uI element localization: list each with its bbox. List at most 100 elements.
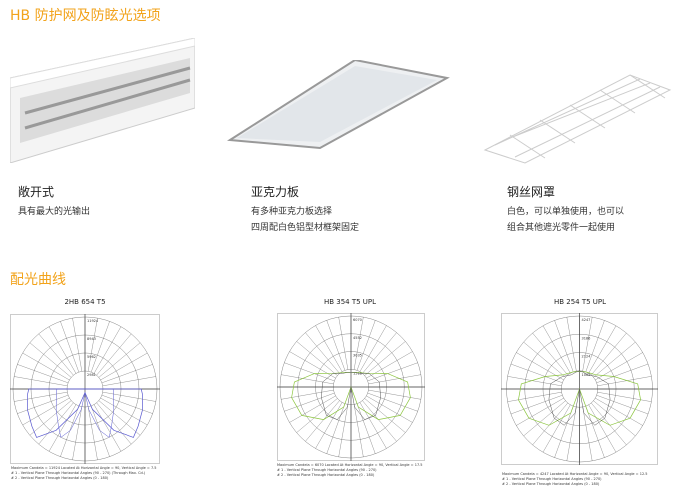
grid-spoke [90, 405, 110, 457]
chart-caption: Maximum Candela = 4247 Located At Horizo… [502, 472, 648, 487]
grid-spoke [367, 392, 418, 412]
grid-spoke [101, 364, 153, 384]
grid-spoke [596, 363, 649, 383]
ring-label: 2124 [582, 355, 592, 359]
grid-spoke [72, 318, 83, 372]
grid-spoke [582, 406, 593, 461]
grid-spoke [102, 376, 156, 387]
grid-spoke [29, 400, 72, 436]
grid-spoke [17, 364, 69, 384]
desc-line: 组合其他遮光零件一起使用 [507, 223, 616, 233]
grid-spoke [326, 320, 346, 371]
grid-spoke [48, 404, 77, 452]
grid-spoke [60, 405, 80, 457]
ring-label: 11924 [87, 319, 99, 323]
product-name-wire: 钢丝网罩 [507, 185, 556, 199]
desc-line: 四周配白色铝型材框架固定 [251, 223, 360, 233]
grid-spoke [353, 317, 364, 370]
grid-spoke [588, 325, 617, 374]
desc-line: 白色，可以单独使用，也可以 [507, 207, 625, 217]
candela-curve-2 [548, 371, 611, 426]
grid-spoke [591, 402, 627, 446]
grid-spoke [60, 321, 80, 373]
desc-line: 有多种亚克力板选择 [251, 207, 333, 217]
grid-spoke [305, 332, 340, 374]
open-fixture-image [10, 38, 195, 163]
grid-spoke [14, 391, 68, 402]
caption-line: # 2 - Vertical Plane Through Horizontal … [502, 482, 600, 486]
grid-spoke [315, 325, 343, 372]
ring-label: 4247 [582, 318, 591, 322]
grid-spoke [362, 332, 397, 374]
grid-spoke [96, 402, 132, 445]
desc-line: 具有最大的光输出 [18, 207, 91, 217]
grid-spoke [362, 400, 397, 442]
grid-spoke [281, 374, 334, 385]
grid-spoke [593, 400, 636, 437]
ring-label: 5962 [87, 355, 96, 359]
chart-title: HB 354 T5 UPL [323, 298, 377, 306]
product-desc-open: 具有最大的光输出 [18, 204, 90, 220]
grid-spoke [102, 391, 156, 402]
grid-spoke [326, 403, 346, 454]
product-desc-acrylic: 有多种亚克力板选择四周配白色铝型材框架固定 [251, 204, 359, 236]
grid-spoke [507, 376, 562, 387]
grid-spoke [100, 352, 148, 381]
wire-guard-image [483, 74, 672, 164]
grid-spoke [596, 395, 649, 415]
candela-curve-2 [321, 372, 381, 420]
chart-caption: Maximum Candela = 11924 Located At Horiz… [11, 466, 157, 481]
grid-spoke [595, 397, 643, 426]
grid-spoke [516, 397, 564, 426]
grid-spoke [510, 363, 563, 383]
grid-spoke [364, 398, 406, 433]
grid-spoke [87, 406, 98, 460]
chart-caption: Maximum Candela = 6070 Located At Horizo… [277, 463, 423, 478]
grid-spoke [368, 389, 421, 400]
product-desc-wire: 白色，可以单独使用，也可以组合其他遮光零件一起使用 [507, 204, 624, 236]
grid-spoke [356, 403, 376, 454]
polar-chart: 4247 3186 2124 1062 [501, 313, 658, 465]
grid-spoke [566, 406, 577, 461]
caption-line: # 1 - Vertical Plane Through Horizontal … [502, 477, 602, 481]
grid-spoke [72, 406, 83, 460]
candela-curve-2 [55, 388, 115, 438]
grid-spoke [315, 402, 343, 449]
grid-spoke [38, 333, 74, 376]
grid-spoke [296, 341, 338, 376]
ring-label: 8943 [87, 337, 96, 341]
grid-spoke [289, 395, 336, 423]
grid-spoke [87, 318, 98, 372]
grid-spoke [48, 326, 77, 374]
grid-spoke [566, 317, 577, 372]
grid-spoke [510, 395, 563, 415]
grid-spoke [29, 342, 72, 378]
grid-spoke [359, 402, 387, 449]
grid-spoke [14, 376, 68, 387]
grid-spoke [582, 317, 593, 372]
grid-spoke [101, 394, 153, 414]
caption-line: Maximum Candela = 11924 Located At Horiz… [11, 466, 157, 470]
grid-spoke [585, 406, 605, 458]
grid-spoke [281, 389, 334, 400]
grid-spoke [22, 352, 70, 381]
grid-spoke [338, 317, 349, 370]
grid-spoke [93, 404, 122, 452]
grid-spoke [542, 404, 571, 453]
grid-spoke [366, 395, 413, 423]
ring-label: 6070 [353, 318, 362, 322]
ring-label: 3035 [353, 354, 362, 358]
section-heading-light-curves: 配光曲线 [10, 272, 66, 288]
grid-spoke [359, 325, 387, 372]
grid-spoke [356, 320, 376, 371]
chart-title: HB 254 T5 UPL [553, 298, 607, 306]
grid-spoke [98, 342, 141, 378]
ring-label: 3186 [582, 336, 591, 340]
ring-label: 1518 [353, 371, 362, 375]
grid-spoke [507, 391, 562, 402]
grid-spoke [591, 332, 627, 376]
caption-line: # 2 - Vertical Plane Through Horizontal … [277, 473, 375, 477]
grid-spoke [523, 400, 566, 437]
ring-label: 1062 [582, 373, 591, 377]
